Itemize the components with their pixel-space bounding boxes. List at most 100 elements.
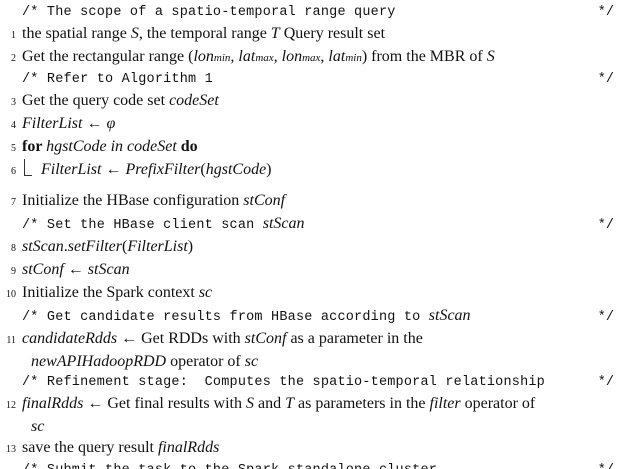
line-content: /* The scope of a spatio-temporal range … [22,2,616,23]
comment-close-token: */ [597,5,614,20]
text-segment: FilterList [22,115,83,132]
text-segment: stConf [243,192,286,209]
text-segment: ( [200,161,206,178]
line-content: Initialize the HBase configuration stCon… [22,190,616,211]
text-segment: stScan [87,261,130,278]
text-segment: save the query result [22,439,158,456]
text-segment: , the temporal range [138,25,271,42]
line-content: FilterList ← φ [22,113,616,134]
text-segment: sc [244,353,259,370]
algorithm-line: 3 Get the query code set codeSet [2,90,616,113]
text-segment: ) [266,161,272,178]
text-segment: ) from the MBR of [361,48,487,65]
line-number: 2 [11,53,16,64]
loop-end-bracket [24,159,32,176]
text-segment: finalRdds [157,439,220,456]
text-segment: stScan [428,307,471,324]
text-segment: as a parameter in the [286,330,423,347]
comment-line: /* Refinement stage: Computes the spatio… [2,372,616,393]
text-segment: , [273,48,282,65]
text-segment: setFilter [67,238,122,255]
line-content: FilterList ← PrefixFilter(hgstCode) [22,159,616,180]
comment-line: /* The scope of a spatio-temporal range … [2,2,616,23]
text-segment: T [270,25,280,42]
line-number: 5 [11,143,16,154]
text-segment: ← [63,261,88,278]
algorithm-line: 11 candidateRdds ← Get RDDs with stConf a… [2,328,616,351]
text-segment: ← [82,115,107,132]
line-number: 6 [11,166,16,177]
line-number: 8 [11,243,16,254]
line-content: stConf ← stScan [22,259,616,280]
text-segment: sc [31,418,45,435]
text-segment: lat [328,48,346,65]
text-segment: ← [101,161,126,178]
text-segment: . [63,238,68,255]
text-segment: Initialize the Spark context [22,284,199,301]
algorithm-line: 13 save the query result finalRdds [2,437,616,460]
text-segment: operator of [166,353,245,370]
text-segment: lat [238,48,256,65]
line-content: save the query result finalRdds [22,437,616,458]
text-segment: stConf [22,261,64,278]
text-segment: , [230,48,239,65]
text-segment: and [253,395,286,412]
text-segment: /* The scope of a spatio-temporal range … [22,5,396,20]
text-segment: stScan [22,238,64,255]
text-segment: operator of [460,395,536,412]
comment-line: /* Submit the task to the Spark standalo… [2,460,616,469]
text-segment: hgstCode in codeSet [46,138,177,155]
line-content: for hgstCode in codeSet do [22,136,616,157]
text-segment: Get the query code set [22,92,170,109]
text-segment: Get RDDs with [141,330,245,347]
algorithm-line: 8 stScan.setFilter(FilterList) [2,236,616,259]
text-segment: lon [193,48,214,65]
line-number: 1 [11,30,16,41]
text-segment: T [285,395,294,412]
comment-close-token: */ [598,460,616,469]
text-segment: /* Refinement stage: Computes the spatio… [22,375,545,390]
line-content: /* Refer to Algorithm 1 */ [22,69,616,90]
line-number: 12 [6,400,16,411]
text-segment: stScan [262,215,305,232]
line-content: Get the query code set codeSet [22,90,616,111]
text-segment: FilterList [41,161,102,178]
text-segment: S [245,395,254,412]
line-content: /* Refinement stage: Computes the spatio… [22,372,616,393]
line-content: newAPIHadoopRDD operator of sc [22,351,616,372]
line-number: 3 [11,97,16,108]
line-content: the spatial range S, the temporal range … [22,23,616,44]
comment-line: /* Get candidate results from HBase acco… [2,305,616,328]
text-segment: the spatial range [22,25,131,42]
algorithm-line: 4 FilterList ← φ [2,113,616,136]
line-content: sc [22,416,616,437]
line-number: 4 [11,120,16,131]
line-content: finalRdds ← Get final results with S and… [22,393,616,414]
text-segment: ← [83,395,108,412]
comment-close-token: */ [597,72,614,87]
text-segment: FilterList [127,238,188,255]
comment-line: /* Set the HBase client scan stScan*/ [2,213,616,236]
line-content: candidateRdds ← Get RDDs with stConf as … [22,328,616,349]
text-segment: do [176,138,198,155]
text-segment: PrefixFilter [125,161,201,178]
text-segment: lon [281,48,303,65]
text-segment: stConf [244,330,287,347]
text-segment: hgstCode [205,161,267,178]
text-segment: Get the rectangular range ( [22,48,194,65]
text-segment: newAPIHadoopRDD [31,353,167,370]
text-segment: , [320,48,329,65]
algorithm-line: 7 Initialize the HBase configuration stCo… [2,190,616,213]
line-content: stScan.setFilter(FilterList) [22,236,616,257]
text-segment: for [22,138,47,155]
line-number: 11 [6,335,16,346]
comment-close-token: */ [597,218,614,233]
line-number: 7 [11,197,16,208]
line-number: 13 [6,444,16,455]
text-segment: Get final results with [107,395,246,412]
text-segment: /* Get candidate results from HBase acco… [22,310,429,325]
text-segment: /* Refer to Algorithm 1 [22,72,213,87]
